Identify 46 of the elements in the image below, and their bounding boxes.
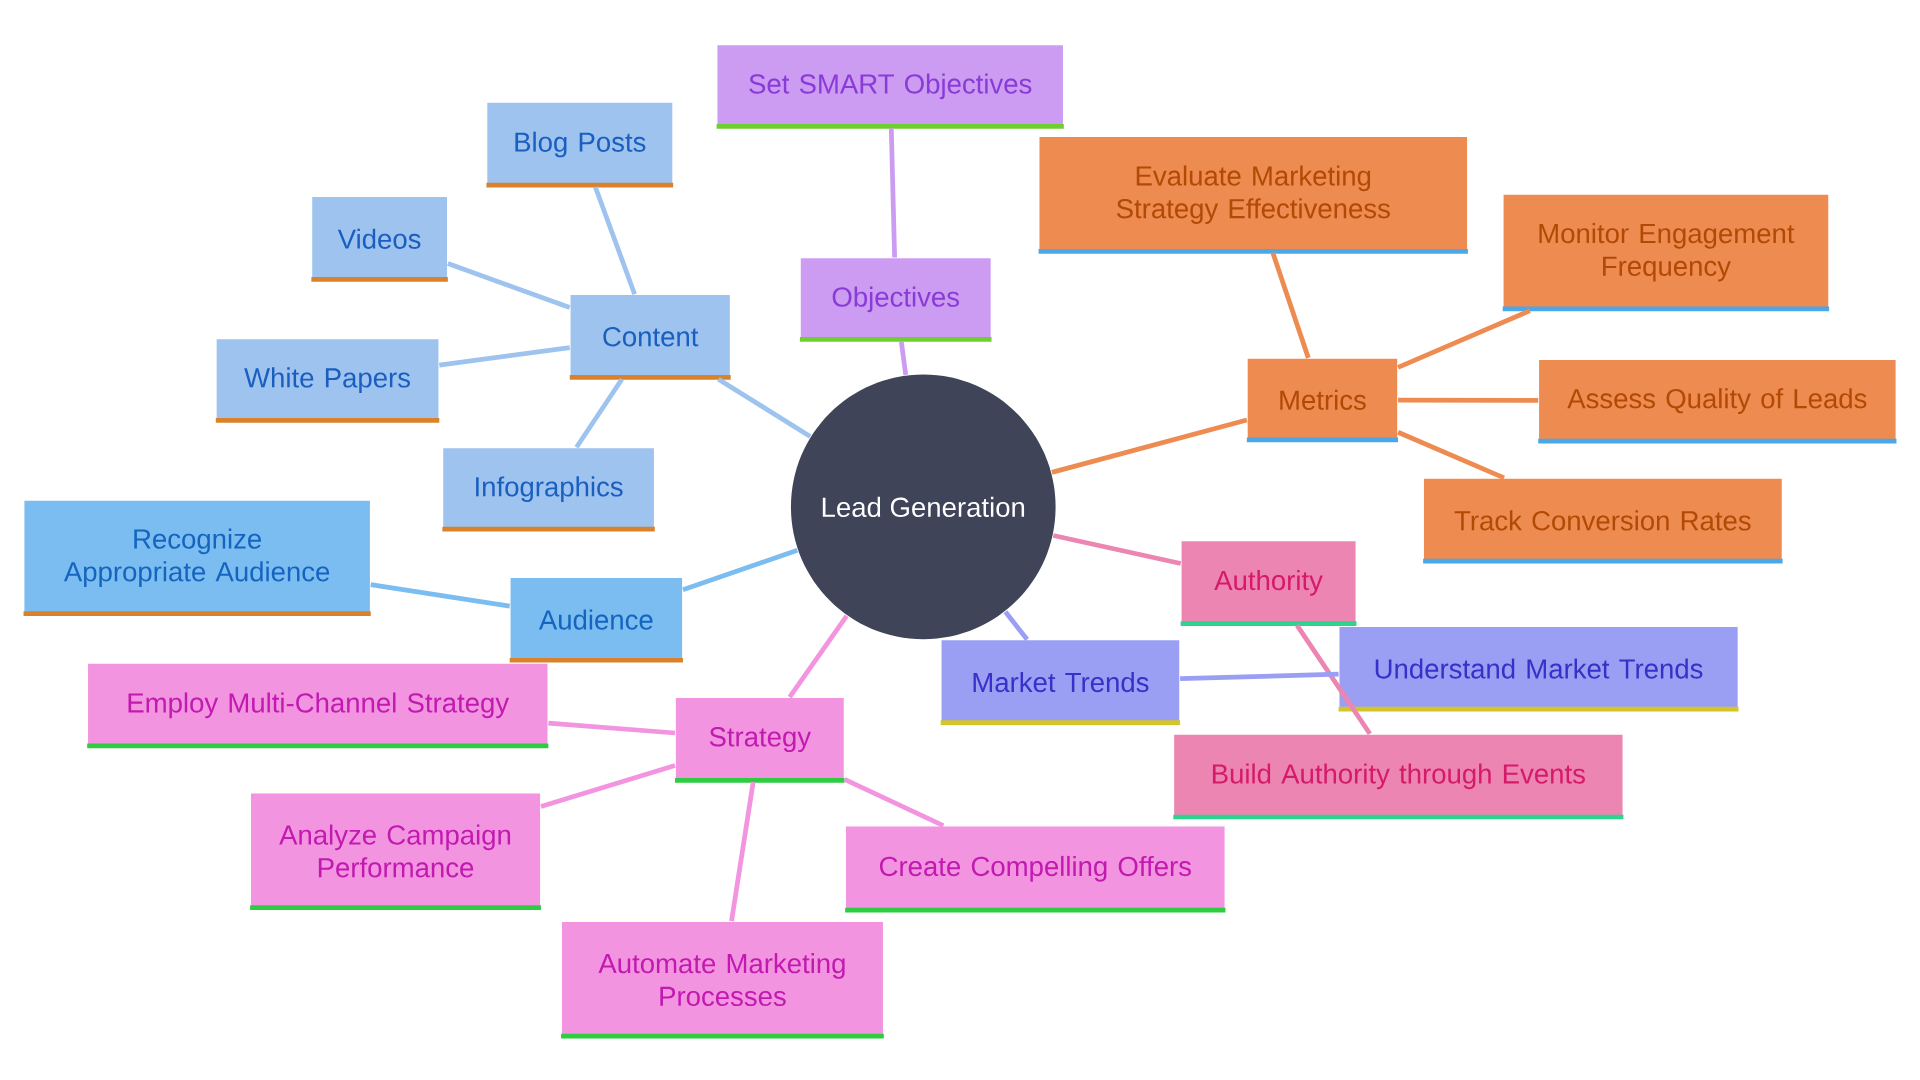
connector-line — [370, 582, 511, 609]
topic-box: Set SMART Objectives — [716, 45, 1064, 129]
connector-line — [1398, 397, 1539, 403]
topic-box: Monitor Engagement Frequency — [1502, 194, 1830, 312]
topic-box: Analyze Campaign Performance — [250, 793, 541, 910]
topic-box: Recognize Appropriate Audience — [23, 500, 371, 617]
connector-line — [447, 261, 571, 310]
connector-line — [540, 763, 676, 809]
topic-box: Authority — [1180, 541, 1357, 626]
topic-box: Strategy — [675, 697, 845, 783]
connector-line — [1295, 624, 1372, 736]
connector-line — [1397, 308, 1531, 370]
connector-line — [574, 377, 624, 449]
topic-box: Employ Multi-Channel Strategy — [87, 663, 549, 749]
connector-line — [787, 614, 849, 699]
topic-box: Metrics — [1246, 358, 1399, 443]
topic-box: Market Trends — [940, 640, 1181, 726]
connector-line — [1270, 252, 1311, 359]
topic-box: Create Compelling Offers — [845, 826, 1226, 913]
connector-line — [1180, 671, 1339, 682]
topic-box: Track Conversion Rates — [1423, 478, 1783, 564]
connector-line — [1003, 610, 1029, 641]
topic-box: Content — [569, 295, 731, 380]
connector-line — [439, 345, 571, 368]
connector-line — [843, 777, 945, 828]
topic-box: Evaluate Marketing Strategy Effectiveness — [1038, 137, 1468, 254]
connector-line — [898, 341, 909, 376]
connector-line — [593, 186, 637, 296]
topic-box: Videos — [311, 197, 448, 282]
connector-line — [1052, 533, 1182, 566]
topic-box: Blog Posts — [486, 102, 674, 188]
topic-box: Automate Marketing Processes — [561, 922, 884, 1039]
topic-box: White Papers — [215, 339, 440, 423]
topic-box: Audience — [509, 577, 683, 663]
connector-line — [1397, 430, 1505, 481]
topic-box: Understand Market Trends — [1338, 626, 1739, 712]
topic-box: Assess Quality of Leads — [1538, 360, 1897, 444]
topic-box: Objectives — [799, 258, 992, 342]
connector-line — [717, 377, 812, 439]
connector-line — [548, 720, 676, 736]
connector-line — [682, 548, 799, 592]
connector-line — [729, 781, 756, 922]
connector-line — [1051, 417, 1248, 475]
topic-box: Infographics — [442, 448, 655, 532]
topic-box: Build Authority through Events — [1173, 734, 1624, 820]
connector-line — [888, 128, 897, 258]
